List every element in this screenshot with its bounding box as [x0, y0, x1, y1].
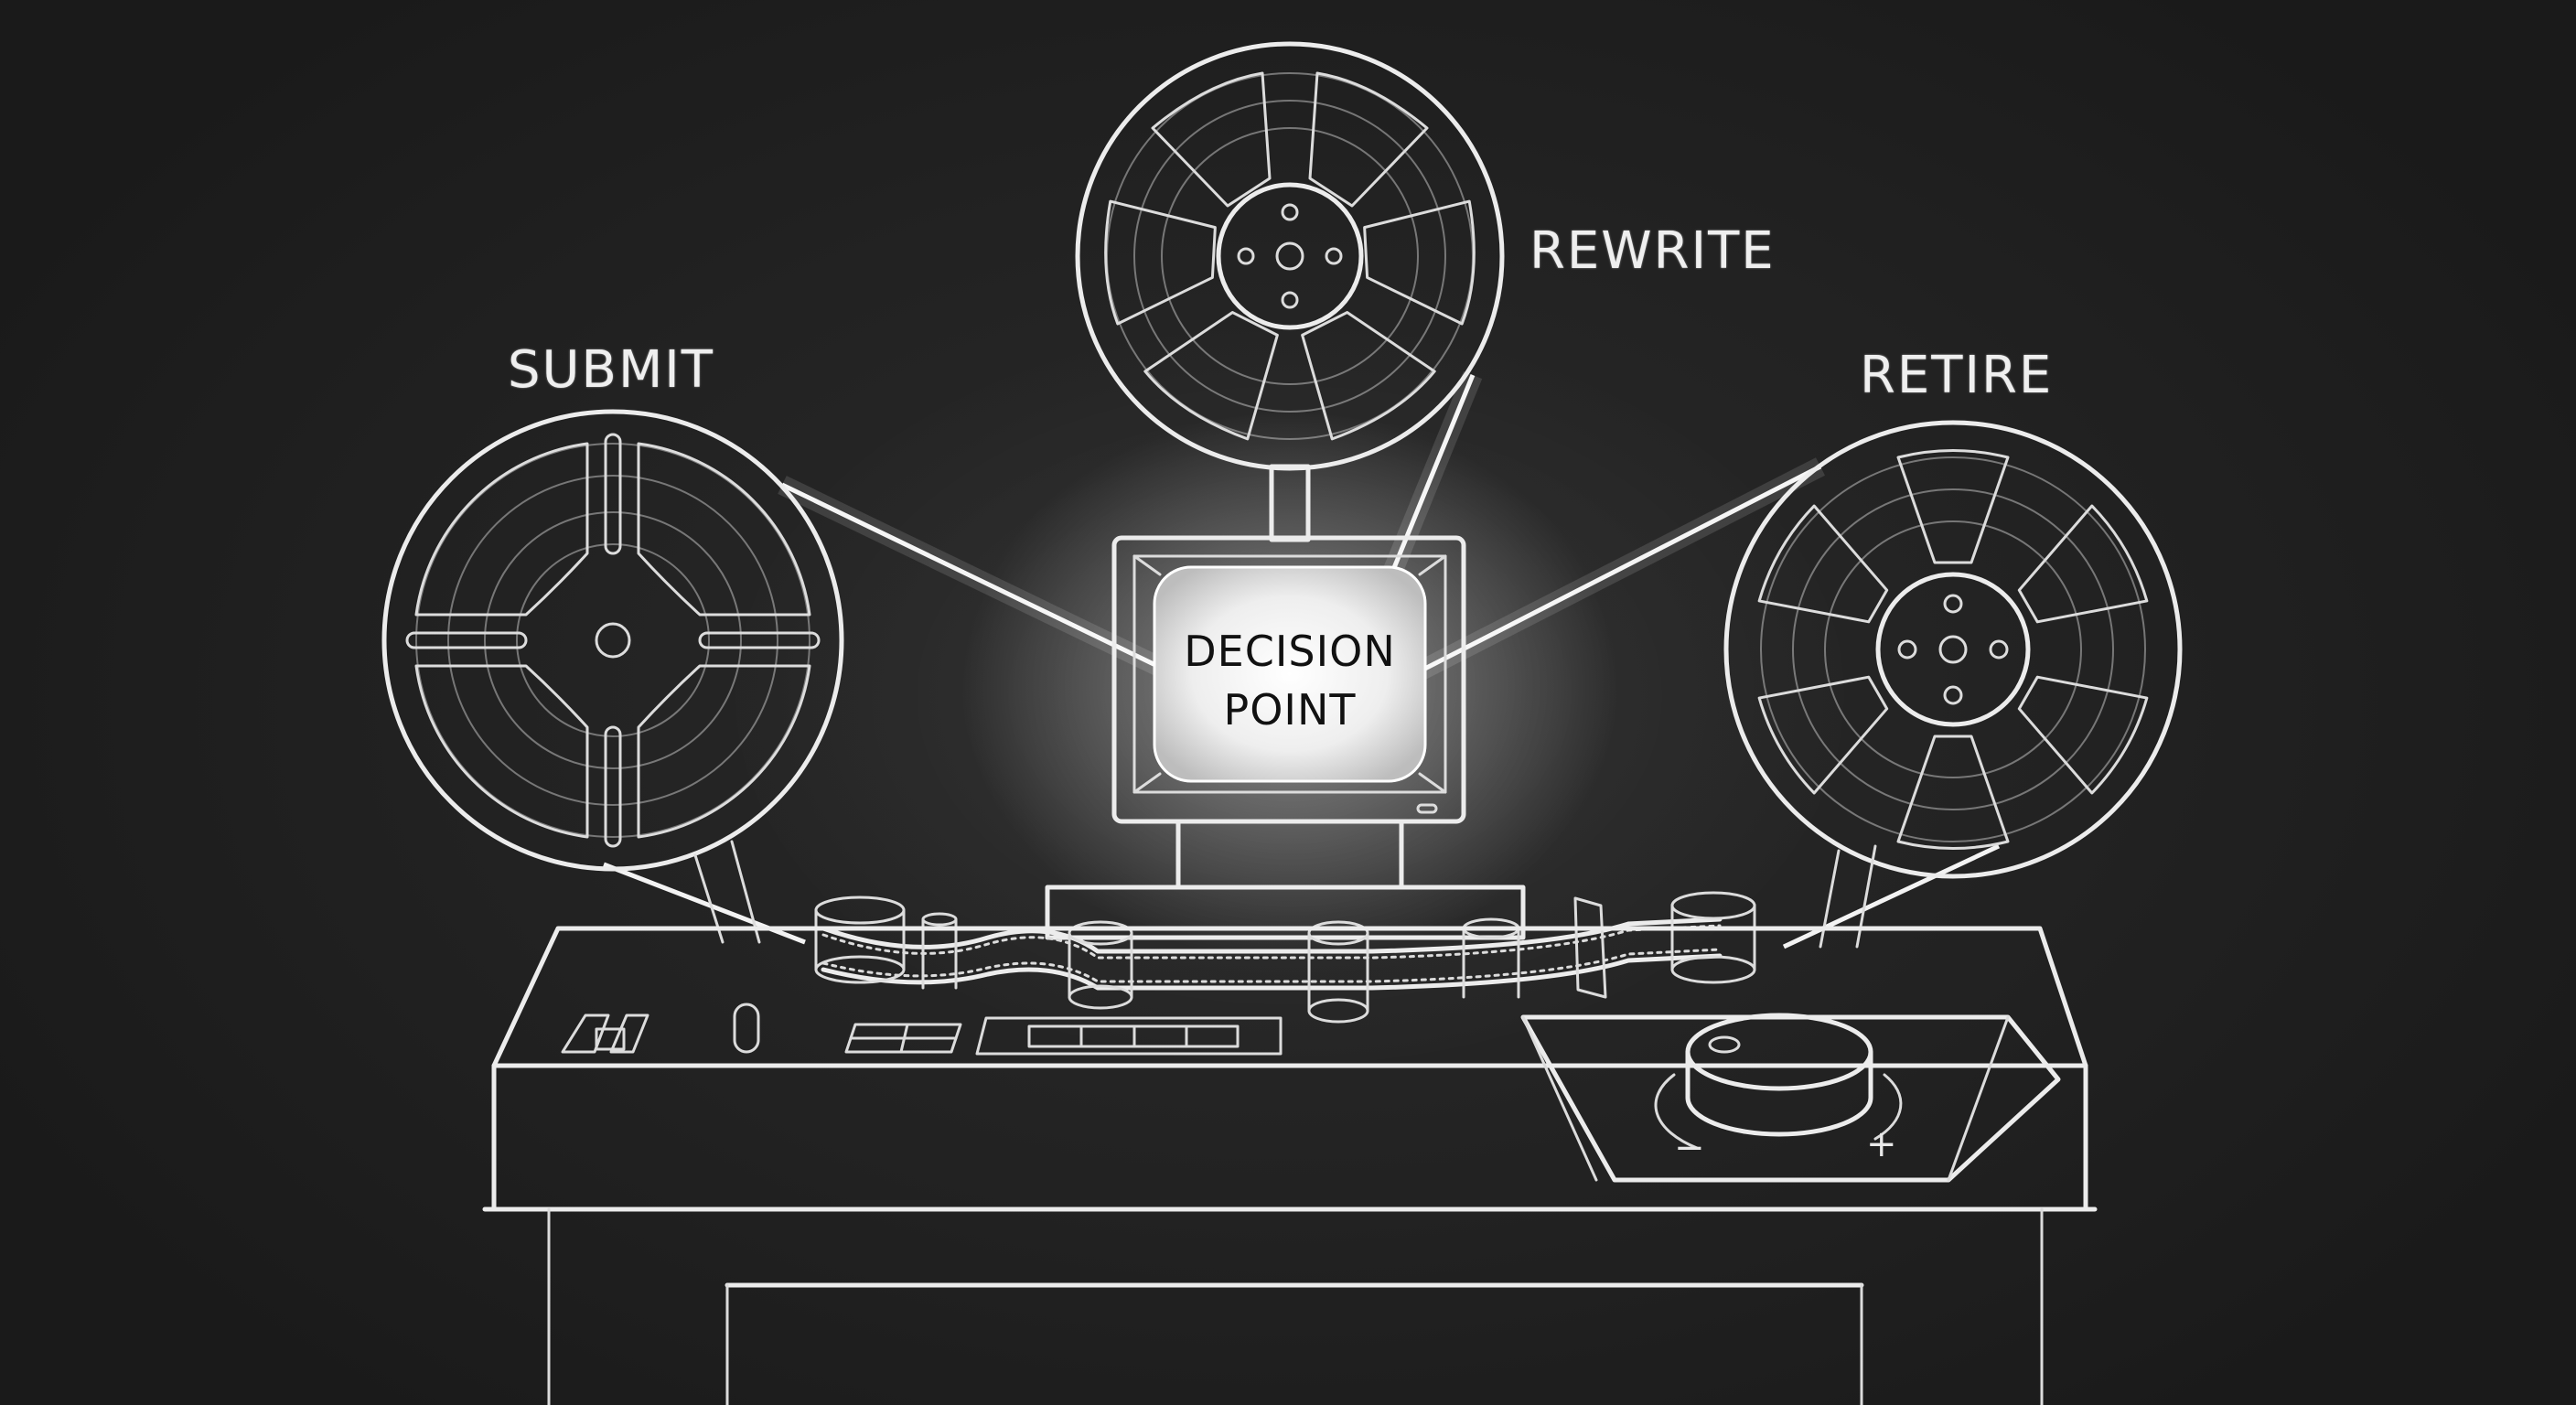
dial-minus-mark: −: [1674, 1127, 1705, 1169]
dial-housing: [1520, 1013, 2061, 1183]
dial-plus-mark: +: [1866, 1123, 1897, 1165]
screen-display: [1153, 565, 1427, 783]
film-rollers: [814, 891, 1756, 1024]
rewrite-reel: [1075, 41, 1505, 471]
decision-point-text: DECISION POINT: [1143, 622, 1436, 739]
retire-label: RETIRE: [1860, 346, 2054, 405]
decision-monitor: [1045, 535, 1526, 940]
screen-line-1: DECISION: [1184, 627, 1396, 676]
console-desk: [482, 926, 2098, 1405]
control-panel: [561, 1003, 1283, 1056]
rotary-knob: [733, 1003, 760, 1054]
switch-2: [609, 1014, 649, 1054]
power-led: [1416, 803, 1438, 814]
submit-reel: [381, 409, 844, 872]
screen-line-2: POINT: [1223, 685, 1357, 735]
switch-1: [561, 1014, 610, 1054]
jog-dial: [1685, 1013, 1873, 1091]
switch-toggle: [595, 1027, 626, 1051]
rewrite-label: REWRITE: [1530, 221, 1776, 281]
retire-reel: [1723, 420, 2183, 879]
submit-label: SUBMIT: [508, 340, 714, 400]
button-grid: [844, 1023, 962, 1054]
display-panel: [975, 1016, 1283, 1056]
